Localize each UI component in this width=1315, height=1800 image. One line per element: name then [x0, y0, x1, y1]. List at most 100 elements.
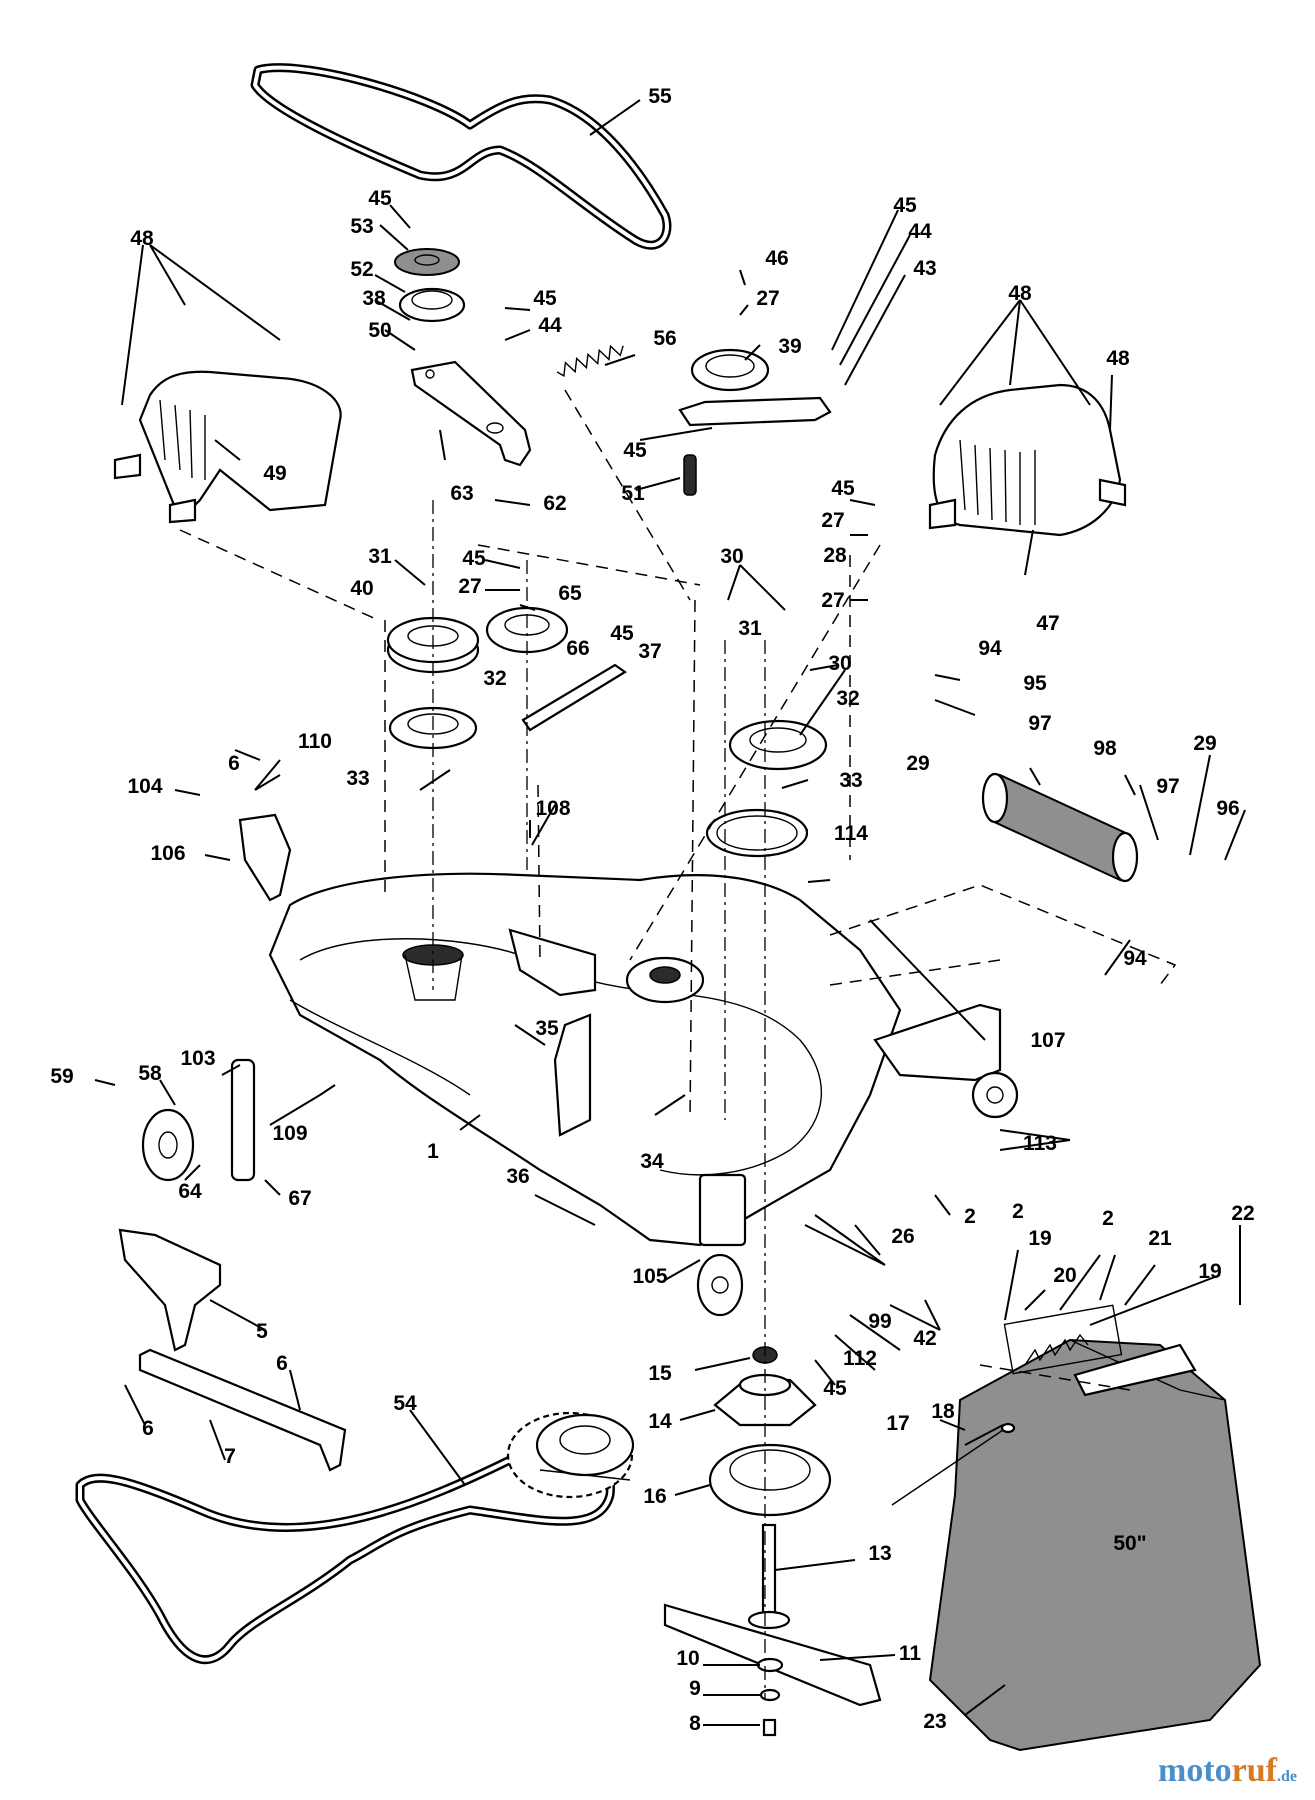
callout-55: 55 — [648, 85, 672, 108]
callout-63: 63 — [450, 482, 473, 505]
callout-10: 10 — [676, 1647, 699, 1670]
pulley-53 — [394, 248, 460, 276]
watermark-brand-b: ruf — [1231, 1752, 1277, 1789]
callout-33: 33 — [346, 767, 369, 790]
bolt-8 — [762, 1718, 777, 1737]
gauge-wheel-58 — [141, 1108, 195, 1182]
callout-30: 30 — [828, 652, 851, 675]
callout-42: 42 — [913, 1327, 936, 1350]
callout-65: 65 — [558, 582, 582, 605]
callout-6: 6 — [228, 752, 240, 775]
callout-114: 114 — [834, 822, 868, 845]
callout-56: 56 — [653, 327, 676, 350]
pulley-32-right — [728, 719, 828, 771]
callout-7: 7 — [224, 1445, 236, 1468]
callout-45: 45 — [533, 287, 557, 310]
callout-48: 48 — [1106, 347, 1130, 370]
idler-arm-37 — [521, 663, 628, 732]
link-7 — [138, 1348, 347, 1472]
callout-labels: 55 48 45 53 52 38 50 45 44 56 49 63 62 4… — [50, 85, 1254, 1735]
roller-98 — [981, 772, 1139, 883]
callout-15: 15 — [648, 1362, 672, 1385]
callout-35: 35 — [535, 1017, 559, 1040]
callout-94: 94 — [1123, 947, 1147, 970]
callout-48: 48 — [130, 227, 154, 250]
washer-9 — [759, 1688, 781, 1702]
watermark-tld: .de — [1277, 1768, 1297, 1785]
idler-bracket-50 — [410, 360, 532, 467]
spring-51 — [683, 454, 697, 496]
callout-30: 30 — [720, 545, 743, 568]
callout-45: 45 — [623, 439, 647, 462]
callout-29: 29 — [1193, 732, 1216, 755]
callout-22: 22 — [1231, 1202, 1254, 1225]
gearbox-pulley-assembly — [506, 1411, 635, 1499]
callout-27: 27 — [756, 287, 779, 310]
callout-17: 17 — [886, 1412, 909, 1435]
watermark-brand-a: moto — [1158, 1752, 1232, 1789]
callout-16: 16 — [643, 1485, 666, 1508]
deflector-marking-text: 50" — [1113, 1532, 1146, 1555]
callout-66: 66 — [566, 637, 589, 660]
callout-50: 50 — [368, 319, 391, 342]
spacer-114 — [705, 808, 809, 858]
callout-14: 14 — [648, 1410, 672, 1433]
callout-2: 2 — [1012, 1200, 1024, 1223]
shaft-13 — [747, 1523, 791, 1630]
wheel-105 — [696, 1173, 747, 1317]
callout-26: 26 — [891, 1225, 914, 1248]
callout-27: 27 — [821, 509, 844, 532]
assembly-lines — [179, 389, 1177, 1700]
callout-59: 59 — [50, 1065, 73, 1088]
callout-31: 31 — [368, 545, 392, 568]
callout-107: 107 — [1030, 1029, 1065, 1052]
callout-45: 45 — [823, 1377, 847, 1400]
callout-95: 95 — [1023, 672, 1047, 695]
bracket-103 — [230, 1058, 256, 1182]
callout-48: 48 — [1008, 282, 1032, 305]
callout-5: 5 — [256, 1320, 268, 1343]
callout-67: 67 — [288, 1187, 311, 1210]
callout-54: 54 — [393, 1392, 417, 1415]
callout-18: 18 — [931, 1400, 955, 1423]
callout-62: 62 — [543, 492, 566, 515]
callout-105: 105 — [632, 1265, 667, 1288]
bracket-5 — [118, 1228, 222, 1352]
callout-11: 11 — [899, 1642, 922, 1665]
callout-51: 51 — [621, 482, 645, 505]
callout-19: 19 — [1028, 1227, 1051, 1250]
callout-49: 49 — [263, 462, 286, 485]
callout-113: 113 — [1023, 1132, 1057, 1155]
callout-44: 44 — [908, 220, 932, 243]
callout-112: 112 — [843, 1347, 877, 1370]
spring-56 — [556, 344, 624, 378]
callout-8: 8 — [689, 1712, 701, 1735]
callout-58: 58 — [138, 1062, 162, 1085]
callout-21: 21 — [1148, 1227, 1172, 1250]
callout-98: 98 — [1093, 737, 1117, 760]
callout-94: 94 — [978, 637, 1002, 660]
callout-6: 6 — [276, 1352, 288, 1375]
bracket-106 — [238, 813, 292, 902]
callout-33: 33 — [839, 769, 862, 792]
callout-38: 38 — [362, 287, 386, 310]
spindle-center — [625, 956, 705, 1004]
callout-52: 52 — [350, 258, 373, 281]
watermark: motoruf.de — [1158, 1752, 1297, 1790]
callout-45: 45 — [831, 477, 855, 500]
callout-32: 32 — [483, 667, 506, 690]
callout-37: 37 — [638, 640, 661, 663]
callout-44: 44 — [538, 314, 562, 337]
callout-36: 36 — [506, 1165, 529, 1188]
callout-6: 6 — [142, 1417, 154, 1440]
housing-16 — [708, 1443, 832, 1517]
callout-45: 45 — [462, 547, 486, 570]
idler-arm-assembly — [678, 348, 832, 427]
callout-29: 29 — [906, 752, 929, 775]
callout-2: 2 — [964, 1205, 976, 1228]
callout-19: 19 — [1198, 1260, 1221, 1283]
callout-106: 106 — [150, 842, 185, 865]
callout-1: 1 — [427, 1140, 439, 1163]
callout-96: 96 — [1216, 797, 1239, 820]
